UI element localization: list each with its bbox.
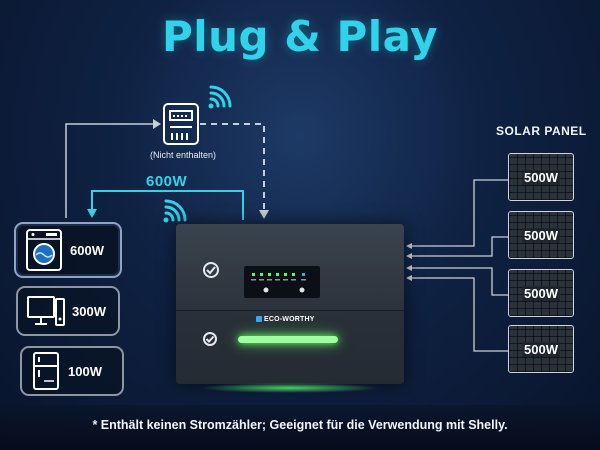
smart-meter-icon xyxy=(163,103,199,145)
status-icon xyxy=(203,262,219,278)
page-title: Plug & Play xyxy=(161,12,439,61)
refrigerator-icon xyxy=(33,352,59,390)
flow-label: 600W xyxy=(146,173,188,190)
meter-wire xyxy=(65,123,153,218)
brand-name: ECO-WORTHY xyxy=(264,316,315,323)
led-indicator-bar xyxy=(238,336,338,343)
dashed-meter-link xyxy=(200,123,265,212)
solar-panel-watt: 500W xyxy=(522,227,560,243)
appliance-computer: 300W xyxy=(16,286,120,336)
brand-logo: ECO-WORTHY xyxy=(256,316,315,323)
appliance-refrigerator: 100W xyxy=(20,346,124,396)
power-station: ECO-WORTHY xyxy=(176,224,404,384)
control-panel xyxy=(244,266,320,298)
solar-panel-4: 500W xyxy=(508,325,574,373)
appliance-watt: 300W xyxy=(72,303,106,319)
status-icon xyxy=(203,332,217,346)
solar-panel-3: 500W xyxy=(508,269,574,317)
appliance-washing-machine: 600W xyxy=(14,222,122,278)
desktop-computer-icon xyxy=(27,296,65,326)
appliance-watt: 600W xyxy=(70,242,104,258)
footer-note: * Enthält keinen Stromzähler; Geeignet f… xyxy=(92,418,508,432)
meter-caption: (Nicht enthalten) xyxy=(149,150,217,160)
solar-panel-watt: 500W xyxy=(522,341,560,357)
solar-panel-watt: 500W xyxy=(522,169,560,185)
appliance-watt: 100W xyxy=(68,363,102,379)
solar-panel-watt: 500W xyxy=(522,285,560,301)
solar-panel-1: 500W xyxy=(508,153,574,201)
wifi-icon xyxy=(208,85,232,109)
footer-band xyxy=(0,405,600,450)
flow-wire xyxy=(91,190,244,220)
solar-panel-title: SOLAR PANEL xyxy=(496,124,587,138)
brand-mark-icon xyxy=(256,316,262,323)
wifi-icon xyxy=(163,199,187,223)
base-glow xyxy=(200,383,380,393)
washing-machine-icon xyxy=(26,229,62,271)
solar-wires xyxy=(412,179,508,352)
solar-panel-2: 500W xyxy=(508,211,574,259)
